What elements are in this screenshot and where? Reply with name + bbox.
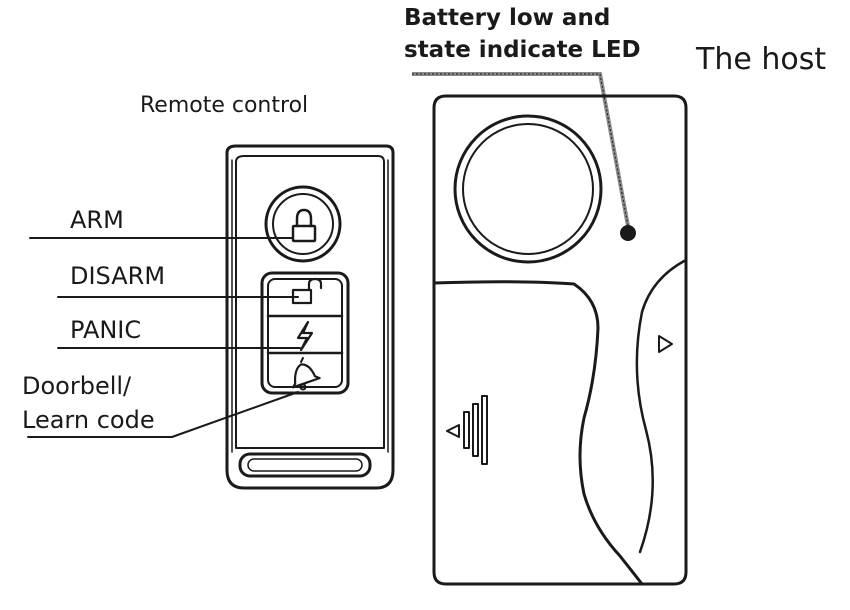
host-side-curve [635,258,688,554]
led-label-line1: Battery low and [404,5,610,31]
led-leader-line [412,72,630,227]
arm-label: ARM [70,206,124,234]
bell-icon [291,357,321,391]
triangle-right-icon[interactable] [658,335,673,353]
led-label-line2: state indicate LED [404,37,641,63]
lightning-icon [296,320,314,352]
lock-icon [291,208,317,243]
doorbell-leader-line [27,391,299,438]
disarm-label: DISARM [70,262,165,290]
remote-face [235,155,385,449]
arm-button[interactable] [264,185,342,263]
host-led [620,225,636,241]
doorbell-label-line1: Doorbell/ [22,372,132,400]
remote-body [225,144,395,490]
host-title: The host [695,42,826,77]
host-front-cover [432,280,644,586]
sound-wave-icon [446,395,488,465]
host-body [432,94,688,586]
host-unit [432,94,688,586]
doorbell-label-line2: Learn code [22,406,155,434]
remote-keyring-slot [238,452,372,478]
doorbell-button[interactable] [268,353,342,391]
panic-label: PANIC [70,316,141,344]
host-speaker [453,114,603,264]
remote-control-title: Remote control [140,93,308,118]
panic-button[interactable] [268,316,342,353]
remote-control [225,144,395,490]
